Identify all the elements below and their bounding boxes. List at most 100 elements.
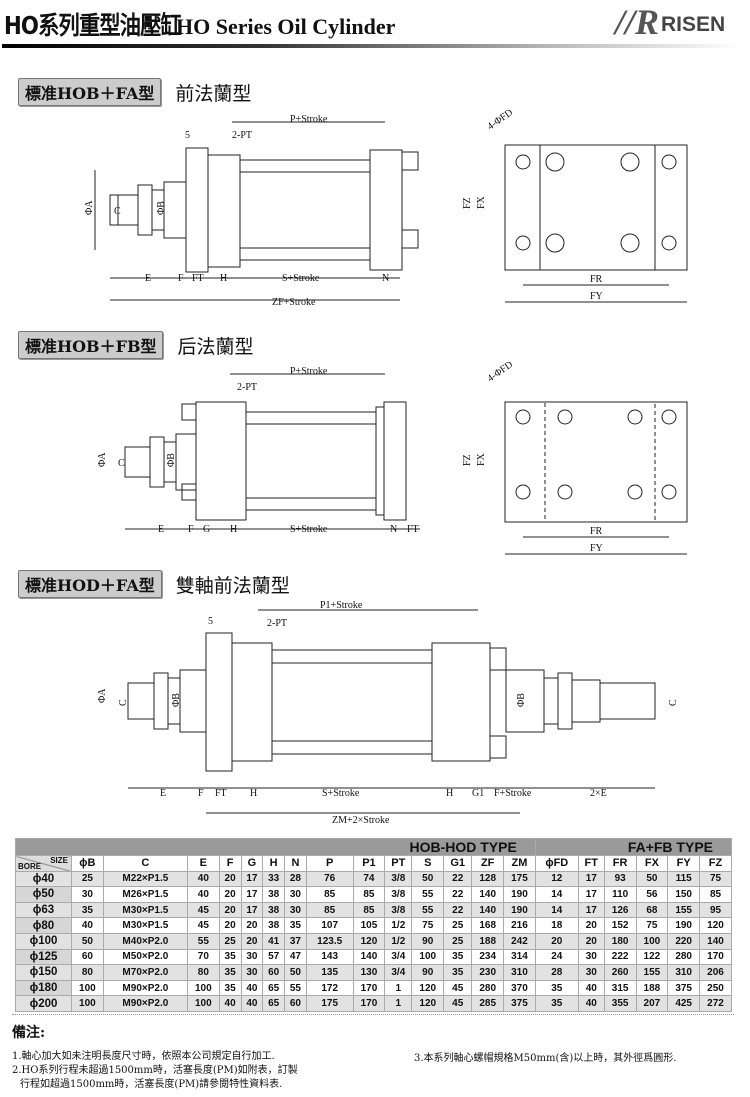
table-cell: 175 <box>305 995 354 1012</box>
dim-s-stroke: S+Stroke <box>322 788 360 799</box>
table-cell: 20 <box>577 917 605 934</box>
table-cell: M40×P2.0 <box>102 932 188 950</box>
table-cell: 115 <box>667 870 701 888</box>
table-cell: 45 <box>186 917 220 934</box>
table-cell: 370 <box>503 979 536 997</box>
table-cell: 90 <box>411 932 445 950</box>
table-cell: 35 <box>71 901 104 919</box>
table-cell: 30 <box>284 886 307 903</box>
table-cell: 30 <box>240 964 264 981</box>
table-cell: 35 <box>443 964 473 981</box>
dim-phi-a: ΦA <box>97 452 108 467</box>
table-cell: 105 <box>352 917 386 934</box>
note-3: 3.本系列軸心螺帽規格M50mm(含)以上時，其外徑爲圓形. <box>414 1053 677 1064</box>
column-header: E <box>186 855 220 872</box>
table-cell: 17 <box>577 901 605 919</box>
bore-cell: ϕ125 <box>15 948 72 966</box>
table-cell: 207 <box>635 995 669 1012</box>
table-cell: 260 <box>603 964 637 981</box>
dim-g: G <box>203 524 210 535</box>
table-cell: 126 <box>603 901 637 919</box>
table-cell: 12 <box>534 870 579 888</box>
table-cell: 107 <box>305 917 354 934</box>
dim-f: F <box>188 524 194 535</box>
section-tag: 標准HOB＋FA型 <box>18 78 162 106</box>
dim-f: F <box>198 788 204 799</box>
table-cell: 355 <box>603 995 637 1012</box>
table-cell: 55 <box>411 886 445 903</box>
table-cell: 314 <box>503 948 536 966</box>
dim-fx: FX <box>476 195 487 209</box>
column-header: G1 <box>443 855 473 872</box>
table-cell: 425 <box>667 995 701 1012</box>
table-cell: 65 <box>262 979 286 997</box>
dim-ft: FT <box>215 788 227 799</box>
table-cell: 20 <box>218 901 242 919</box>
table-cell: 20 <box>534 932 579 950</box>
dim-zf-stroke: ZF+Stroke <box>272 297 316 308</box>
table-cell: 150 <box>667 886 701 903</box>
table-cell: 143 <box>305 948 354 966</box>
column-header: FY <box>667 855 701 872</box>
table-cell: 1 <box>384 979 413 997</box>
table-cell: 85 <box>352 901 386 919</box>
dim-4-phi-fd: 4-ΦFD <box>485 362 515 384</box>
group-fa-fb: FA+FB TYPE <box>534 838 733 856</box>
table-cell: 100 <box>411 948 445 966</box>
dim-e: E <box>158 524 164 535</box>
bore-cell: ϕ63 <box>15 901 72 919</box>
column-header: FX <box>635 855 669 872</box>
table-cell: 93 <box>603 870 637 888</box>
dim-c: C <box>114 206 121 217</box>
table-cell: 375 <box>503 995 536 1012</box>
table-cell: 55 <box>284 979 307 997</box>
table-cell: 140 <box>699 932 732 950</box>
bore-cell: ϕ50 <box>15 886 72 903</box>
bore-cell: ϕ150 <box>15 964 72 981</box>
table-cell: 100 <box>71 979 104 997</box>
table-cell: 60 <box>262 964 286 981</box>
table-cell: 35 <box>534 995 579 1012</box>
dim-p1-stroke: P1+Stroke <box>320 600 363 611</box>
bore-cell: ϕ180 <box>15 979 72 997</box>
table-cell: 76 <box>305 870 354 888</box>
dim-p-stroke: P+Stroke <box>290 366 328 377</box>
dim-fr: FR <box>590 274 603 285</box>
table-cell: 20 <box>577 932 605 950</box>
size-label: SIZE <box>50 856 68 865</box>
table-cell: 1 <box>384 995 413 1012</box>
group-hob-hod: HOB-HOD TYPE <box>15 838 536 856</box>
table-cell: 100 <box>635 932 669 950</box>
table-cell: 310 <box>503 964 536 981</box>
table-cell: 280 <box>667 948 701 966</box>
table-cell: 80 <box>71 964 104 981</box>
table-cell: 3/4 <box>384 964 413 981</box>
section-hob-fa: 標准HOB＋FA型 前法蘭型 <box>18 78 251 106</box>
column-header: ZM <box>503 855 536 872</box>
page-header: HO系列重型油壓缸 HO Series Oil Cylinder <box>4 6 395 42</box>
section-hod-fa: 標准HOD＋FA型 雙軸前法蘭型 <box>18 570 290 598</box>
table-cell: 17 <box>240 886 264 903</box>
table-cell: 30 <box>71 886 104 903</box>
table-cell: 20 <box>240 932 264 950</box>
table-cell: 45 <box>186 901 220 919</box>
bore-cell: ϕ80 <box>15 917 72 934</box>
bore-cell: ϕ40 <box>15 870 72 888</box>
table-cell: M90×P2.0 <box>102 979 188 997</box>
table-cell: 122 <box>635 948 669 966</box>
section-tag: 標准HOD＋FA型 <box>18 570 162 598</box>
table-cell: 35 <box>218 948 242 966</box>
dim-phi-b: ΦB <box>156 201 167 215</box>
table-cell: 285 <box>471 995 505 1012</box>
table-cell: M50×P2.0 <box>102 948 188 966</box>
dim-c: C <box>118 699 129 706</box>
dim-e: E <box>160 788 166 799</box>
dim-h-rear: H <box>446 788 453 799</box>
table-cell: 17 <box>240 870 264 888</box>
table-cell: 40 <box>71 917 104 934</box>
dim-c-rear: C <box>668 699 679 706</box>
title-zh: HO系列重型油壓缸 <box>4 11 182 40</box>
dim-fr: FR <box>590 526 603 537</box>
logo-text: RISEN <box>661 13 726 36</box>
